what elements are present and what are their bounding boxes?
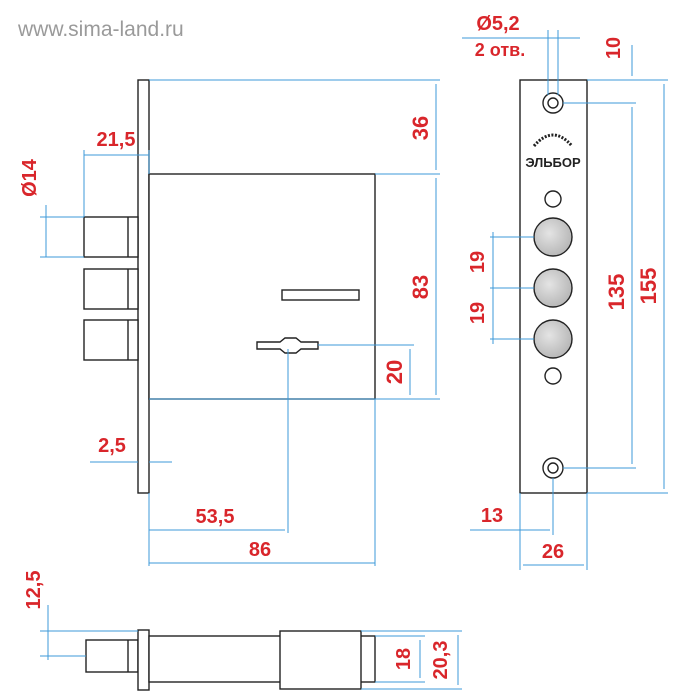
dim-faceplate-width: 26 bbox=[542, 541, 564, 563]
brand-logo: ЭЛЬБОР bbox=[525, 133, 581, 170]
brand-text: ЭЛЬБОР bbox=[525, 155, 581, 170]
side-view bbox=[85, 629, 376, 691]
dim-case-depth: 86 bbox=[249, 539, 271, 561]
bolt-face-top bbox=[533, 217, 573, 257]
guard-hole bbox=[544, 367, 562, 385]
keyhole bbox=[256, 337, 319, 354]
latch-slot bbox=[281, 289, 360, 301]
dim-hole-spacing: 135 bbox=[604, 274, 629, 311]
bolt-top bbox=[83, 216, 139, 258]
faceplate-leaders bbox=[462, 30, 668, 570]
front-view bbox=[83, 79, 376, 494]
front-leaders bbox=[40, 79, 440, 566]
bolt-face-bottom bbox=[533, 319, 573, 359]
latch-hole bbox=[544, 190, 562, 208]
dim-pitch-upper: 19 bbox=[467, 251, 489, 273]
dim-case-height: 83 bbox=[408, 275, 433, 299]
dim-faceplate-length: 155 bbox=[636, 268, 661, 305]
dimension-labels: Ø5,2 2 отв. 10 Ø14 21,5 36 83 20 2,5 53,… bbox=[19, 13, 661, 679]
dim-case-thickness: 18 bbox=[393, 648, 415, 670]
front-plate bbox=[137, 79, 150, 494]
bolt-face-middle bbox=[533, 268, 573, 308]
bolt-middle bbox=[83, 268, 139, 310]
dim-bolt-diameter: Ø14 bbox=[19, 158, 41, 197]
dim-bolt-projection: 21,5 bbox=[97, 129, 136, 151]
dim-hole-count: 2 отв. bbox=[475, 40, 525, 60]
side-plate bbox=[137, 629, 150, 691]
dim-backset: 53,5 bbox=[196, 506, 235, 528]
lock-case bbox=[148, 173, 376, 400]
dim-top-offset: 10 bbox=[603, 37, 625, 59]
watermark: www.sima-land.ru bbox=[18, 18, 184, 41]
side-bolt bbox=[85, 639, 139, 673]
dim-bolt-offset: 12,5 bbox=[23, 571, 45, 610]
dim-pitch-lower: 19 bbox=[467, 302, 489, 324]
bolt-bottom bbox=[83, 319, 139, 361]
dim-key-offset: 20 bbox=[382, 360, 407, 384]
side-leaders bbox=[40, 605, 462, 690]
dim-faceplate-half: 13 bbox=[481, 505, 503, 527]
dim-plate-thickness: 2,5 bbox=[98, 435, 126, 457]
logo-arc-icon bbox=[532, 133, 574, 148]
faceplate-view bbox=[519, 79, 588, 494]
side-cover bbox=[279, 630, 362, 690]
dim-hole-diameter: Ø5,2 bbox=[476, 13, 519, 35]
dim-total-thickness: 20,3 bbox=[430, 641, 452, 680]
dim-case-top: 36 bbox=[408, 116, 433, 140]
